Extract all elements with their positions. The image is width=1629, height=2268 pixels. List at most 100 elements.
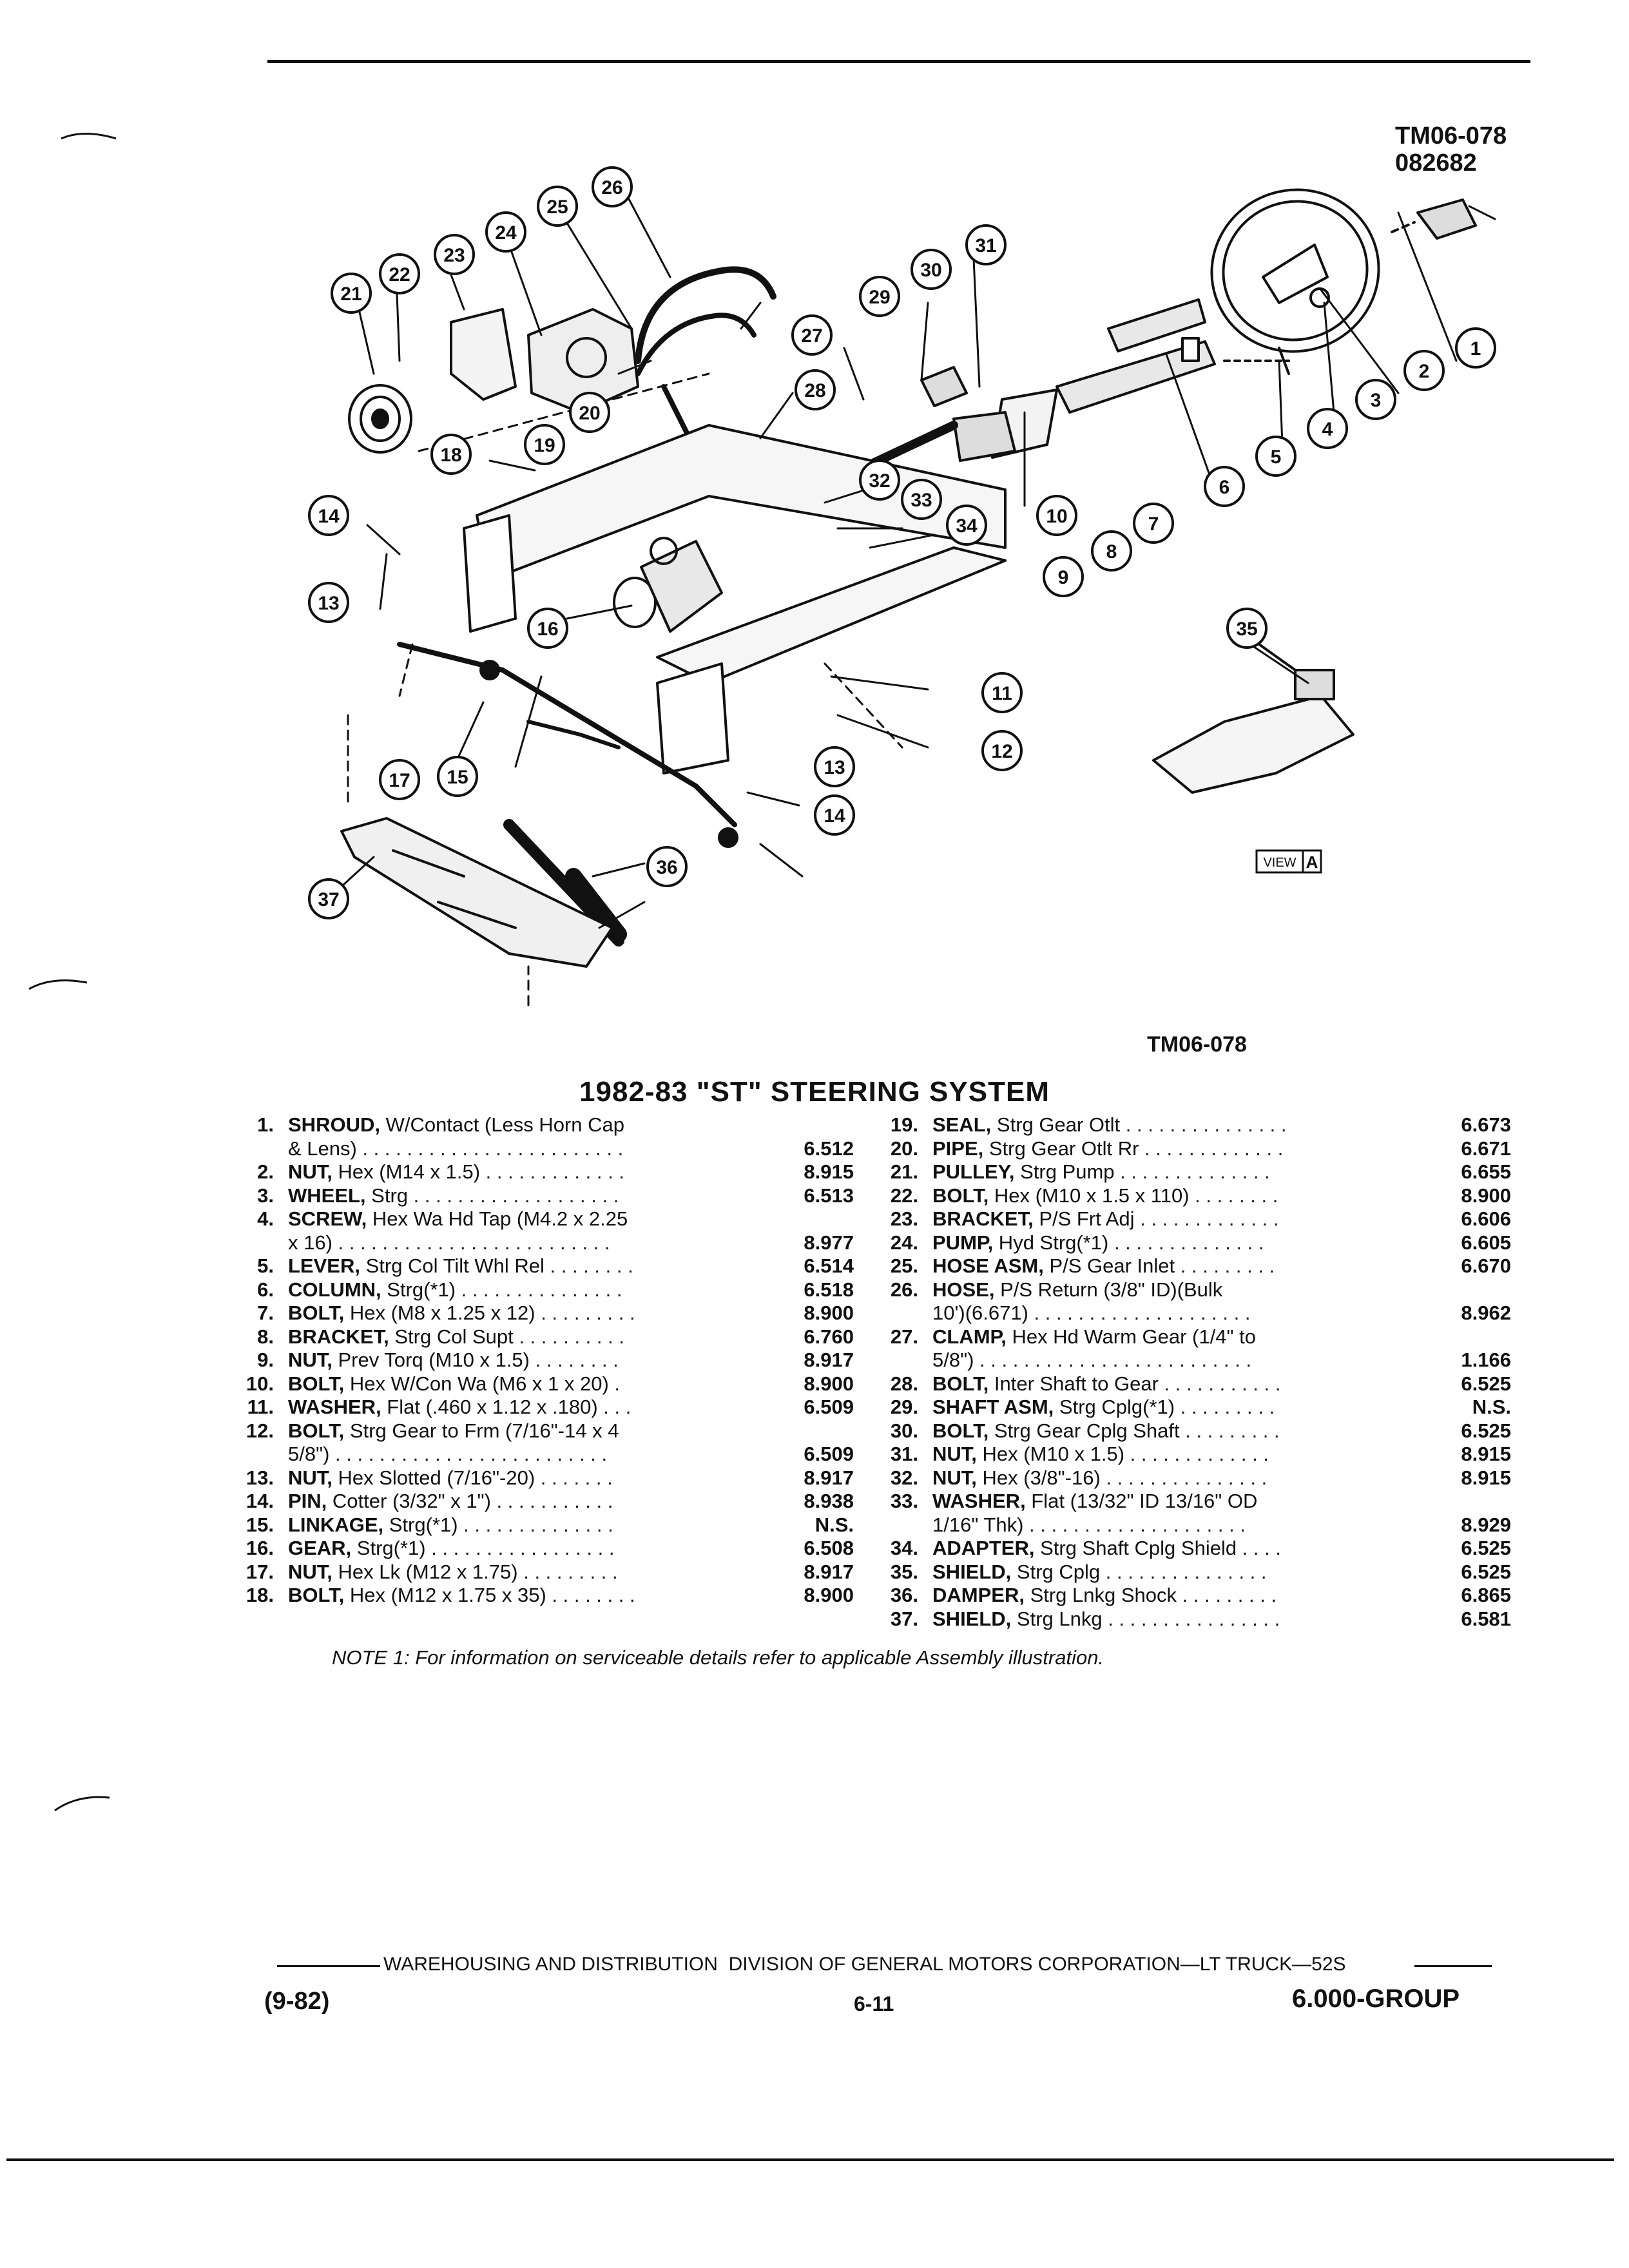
part-detail: Strg(*1) . . . . . . . . . . . . . . . .… (351, 1537, 615, 1559)
part-name: PULLEY, (932, 1160, 1015, 1183)
part-description: WASHER, Flat (13/32" ID 13/16" OD (918, 1490, 1421, 1514)
part-description: PULLEY, Strg Pump . . . . . . . . . . . … (918, 1160, 1421, 1184)
part-detail: Cotter (3/32" x 1") . . . . . . . . . . … (327, 1490, 613, 1512)
part-number: 34. (890, 1537, 918, 1559)
callout-31: 31 (965, 224, 1007, 265)
part-detail: Hex (M14 x 1.5) . . . . . . . . . . . . … (332, 1160, 624, 1183)
callout-32: 32 (859, 459, 900, 501)
part-name: SCREW, (288, 1207, 367, 1230)
part-detail: Strg(*1) . . . . . . . . . . . . . . (383, 1513, 613, 1536)
part-name: SEAL, (932, 1113, 992, 1136)
footer-division: WAREHOUSING AND DISTRIBUTION DIVISION OF… (383, 1954, 1346, 1975)
group-code: 6.671 (1461, 1137, 1511, 1160)
callout-16: 16 (527, 608, 568, 649)
part-name: LEVER, (288, 1254, 360, 1277)
parts-row: 18.BOLT, Hex (M12 x 1.75 x 35) . . . . .… (213, 1584, 854, 1608)
part-number: 8. (257, 1325, 274, 1348)
part-detail: P/S Frt Adj . . . . . . . . . . . . . (1033, 1207, 1279, 1230)
part-description: HOSE ASM, P/S Gear Inlet . . . . . . . .… (918, 1254, 1421, 1278)
part-number: 32. (890, 1466, 918, 1489)
part-number: 1. (257, 1113, 274, 1136)
part-name: WHEEL, (288, 1184, 366, 1207)
part-number: 37. (890, 1607, 918, 1630)
part-description: SHIELD, Strg Lnkg . . . . . . . . . . . … (918, 1608, 1421, 1631)
group-code: N.S. (815, 1513, 854, 1536)
part-detail: Strg Gear Otlt . . . . . . . . . . . . .… (991, 1113, 1287, 1136)
part-name: BOLT, (288, 1584, 345, 1606)
part-number: 15. (246, 1513, 274, 1536)
part-description: CLAMP, Hex Hd Warm Gear (1/4" to (918, 1325, 1421, 1349)
part-number: 17. (246, 1560, 274, 1583)
svg-text:4: 4 (1322, 419, 1333, 440)
callout-21: 21 (331, 273, 372, 314)
parts-row: 17.NUT, Hex Lk (M12 x 1.75) . . . . . . … (213, 1561, 854, 1584)
callout-2: 2 (1403, 350, 1445, 391)
callout-17: 17 (379, 759, 420, 800)
callout-14b: 14 (308, 495, 349, 536)
part-detail: Hex Hd Warm Gear (1/4" to (1006, 1325, 1256, 1348)
group-code: 8.915 (804, 1160, 854, 1183)
part-description: LINKAGE, Strg(*1) . . . . . . . . . . . … (274, 1514, 764, 1537)
callout-36: 36 (646, 846, 688, 887)
part-detail: 1/16" Thk) . . . . . . . . . . . . . . .… (932, 1513, 1246, 1536)
part-number: 19. (890, 1113, 918, 1136)
group-code: 6.525 (1461, 1537, 1511, 1559)
group-code: 8.962 (1461, 1302, 1511, 1324)
group-code: 6.508 (804, 1537, 854, 1559)
footer-rule-left (277, 1965, 380, 1967)
part-detail: Flat (13/32" ID 13/16" OD (1025, 1490, 1258, 1512)
group-code: 8.900 (804, 1584, 854, 1606)
callout-29: 29 (859, 276, 900, 317)
group-code: 6.670 (1461, 1254, 1511, 1277)
group-code: 8.917 (804, 1466, 854, 1489)
part-detail: Hex (M10 x 1.5 x 110) . . . . . . . . (988, 1184, 1278, 1207)
svg-text:28: 28 (804, 380, 825, 401)
svg-text:37: 37 (318, 889, 339, 910)
footer-date: (9-82) (264, 1988, 330, 2015)
group-code: 1.166 (1461, 1349, 1511, 1371)
callout-37: 37 (308, 878, 349, 919)
steering-system-illustration: 1 2 3 4 5 6 7 8 9 10 11 12 13 14 15 16 1… (308, 166, 1496, 1006)
part-detail: 5/8") . . . . . . . . . . . . . . . . . … (932, 1349, 1252, 1371)
callout-5: 5 (1255, 436, 1296, 477)
callout-13b: 13 (308, 582, 349, 623)
part-detail: W/Contact (Less Horn Cap (380, 1113, 624, 1136)
part-number: 35. (890, 1560, 918, 1583)
part-detail: Strg Col Tilt Whl Rel . . . . . . . . (360, 1254, 633, 1277)
group-code: 6.865 (1461, 1584, 1511, 1606)
parts-row: 28.BOLT, Inter Shaft to Gear . . . . . .… (857, 1372, 1511, 1396)
callout-10: 10 (1036, 495, 1077, 536)
part-description: WASHER, Flat (.460 x 1.12 x .180) . . . (274, 1396, 764, 1419)
svg-text:5: 5 (1271, 447, 1282, 468)
svg-text:7: 7 (1148, 514, 1159, 535)
svg-text:17: 17 (389, 770, 410, 791)
part-description: BOLT, Strg Gear Cplg Shaft . . . . . . .… (918, 1419, 1421, 1443)
group-code: 8.977 (804, 1231, 854, 1254)
part-description: ADAPTER, Strg Shaft Cplg Shield . . . . (918, 1537, 1421, 1561)
parts-row: 30.BOLT, Strg Gear Cplg Shaft . . . . . … (857, 1419, 1511, 1443)
part-number: 13. (246, 1466, 274, 1489)
part-name: BRACKET, (288, 1325, 389, 1348)
svg-text:30: 30 (920, 260, 941, 281)
margin-marks (28, 133, 117, 1812)
part-detail: x 16) . . . . . . . . . . . . . . . . . … (288, 1231, 610, 1254)
part-name: HOSE ASM, (932, 1254, 1044, 1277)
part-description: NUT, Hex (3/8"-16) . . . . . . . . . . .… (918, 1466, 1421, 1490)
parts-row: 13.NUT, Hex Slotted (7/16"-20) . . . . .… (213, 1466, 854, 1490)
part-description: & Lens) . . . . . . . . . . . . . . . . … (274, 1137, 764, 1161)
parts-row: 5.LEVER, Strg Col Tilt Whl Rel . . . . .… (213, 1254, 854, 1278)
part-number: 29. (890, 1396, 918, 1418)
part-detail: Strg Col Supt . . . . . . . . . . (389, 1325, 624, 1348)
parts-row: 32.NUT, Hex (3/8"-16) . . . . . . . . . … (857, 1466, 1511, 1490)
svg-text:1: 1 (1470, 338, 1481, 360)
group-code: 8.917 (804, 1349, 854, 1371)
part-detail: Hex Slotted (7/16"-20) . . . . . . . (332, 1466, 613, 1489)
part-number: 21. (890, 1160, 918, 1183)
parts-row: 15.LINKAGE, Strg(*1) . . . . . . . . . .… (213, 1514, 854, 1537)
group-code: 8.915 (1461, 1443, 1511, 1465)
svg-text:29: 29 (869, 287, 890, 308)
part-detail: Hex (3/8"-16) . . . . . . . . . . . . . … (976, 1466, 1268, 1489)
group-code: 6.509 (804, 1443, 854, 1465)
part-name: NUT, (932, 1466, 977, 1489)
callout-7: 7 (1133, 503, 1174, 544)
